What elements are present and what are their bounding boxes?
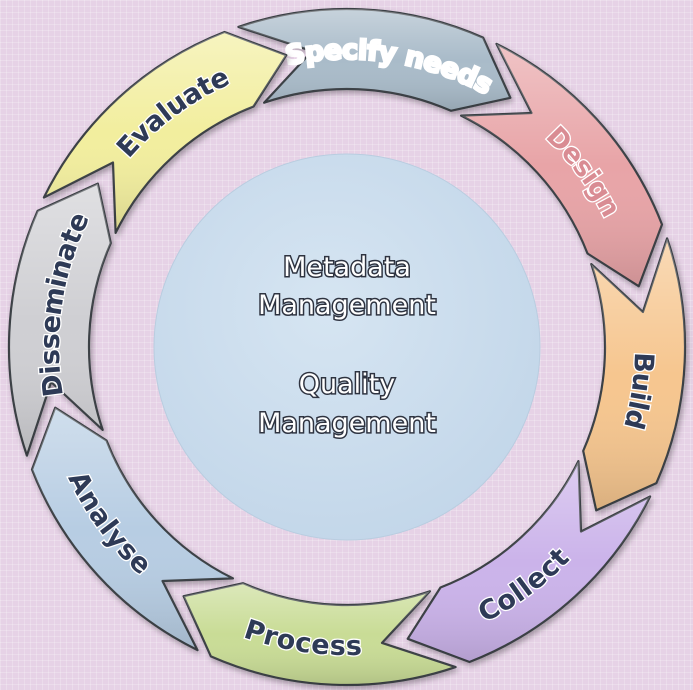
segment-sheen bbox=[461, 43, 662, 287]
segment-sheen bbox=[183, 583, 456, 686]
hub-line-management-1: Management bbox=[258, 290, 436, 321]
segment-sheen bbox=[583, 238, 686, 511]
center-hub bbox=[153, 153, 541, 541]
hub-line-quality: Quality bbox=[299, 369, 395, 400]
segment-sheen bbox=[407, 461, 651, 662]
segment-sheen bbox=[8, 183, 111, 456]
hub-line-metadata: Metadata bbox=[283, 252, 411, 283]
segment-sheen bbox=[238, 8, 511, 111]
hub-line-management-2: Management bbox=[258, 408, 436, 439]
segment-sheen bbox=[32, 407, 233, 651]
segment-sheen bbox=[43, 32, 287, 233]
